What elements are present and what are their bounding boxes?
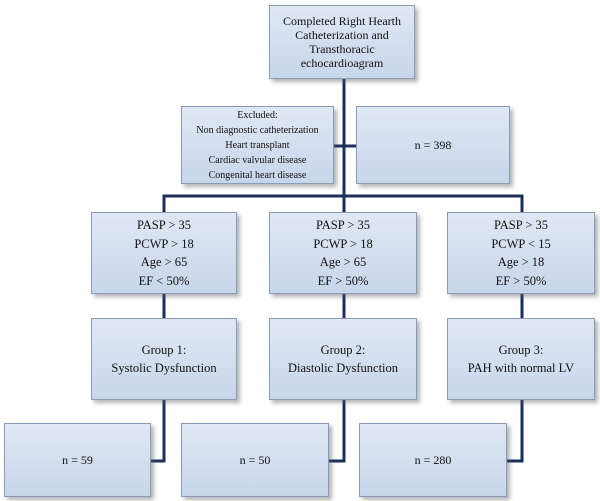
group-box-3: Group 3: PAH with normal LV (447, 318, 595, 400)
group-label: PAH with normal LV (467, 361, 575, 375)
excluded-title: Excluded: (237, 109, 278, 121)
criteria-line: PASP > 35 (315, 218, 371, 232)
criteria-line: EF > 50% (495, 273, 547, 288)
count-label: n = 280 (414, 453, 452, 467)
criteria-line: PASP > 35 (493, 218, 549, 232)
criteria-line: EF > 50% (317, 273, 369, 288)
excluded-box: Excluded: Non diagnostic catheterization… (181, 106, 334, 184)
excluded-item: Heart transplant (225, 139, 290, 151)
group-box-2: Group 2: Diastolic Dysfunction (269, 318, 417, 400)
criteria-box-2: PASP > 35 PCWP > 18 Age > 65 EF > 50% (269, 212, 417, 294)
group-label: Diastolic Dysfunction (287, 361, 399, 375)
group-title: Group 2: (320, 342, 366, 357)
excluded-item: Non diagnostic catheterization (196, 124, 319, 136)
criteria-line: PCWP > 18 (134, 236, 194, 251)
criteria-line: Age > 65 (319, 255, 367, 269)
remaining-count-label: n = 398 (414, 138, 452, 152)
criteria-line: PASP > 35 (136, 218, 192, 232)
start-box: Completed Right Hearth Catheterization a… (269, 5, 415, 79)
count-box-2: n = 50 (181, 423, 329, 497)
excluded-item: Cardiac valvular disease (208, 154, 307, 166)
criteria-box-3: PASP > 35 PCWP < 15 Age > 18 EF > 50% (447, 212, 595, 294)
remaining-count-box: n = 398 (356, 106, 510, 184)
count-box-3: n = 280 (359, 423, 507, 497)
criteria-line: Age > 18 (497, 255, 545, 269)
criteria-line: PCWP < 15 (491, 236, 551, 251)
count-label: n = 50 (239, 453, 271, 467)
group-title: Group 3: (498, 342, 544, 357)
excluded-item: Congenital heart disease (208, 169, 307, 181)
criteria-box-1: PASP > 35 PCWP > 18 Age > 65 EF < 50% (91, 212, 237, 294)
start-line: echocardioagram (300, 56, 384, 70)
criteria-line: Age > 65 (140, 255, 188, 269)
start-line: Transthoracic (309, 42, 375, 56)
group-title: Group 1: (141, 342, 187, 357)
group-label: Systolic Dysfunction (111, 361, 217, 375)
start-line: Catheterization and (295, 28, 389, 42)
group-box-1: Group 1: Systolic Dysfunction (91, 318, 237, 400)
criteria-line: EF < 50% (138, 273, 190, 288)
start-line: Completed Right Hearth (283, 14, 401, 28)
count-label: n = 59 (62, 453, 93, 467)
criteria-line: PCWP > 18 (313, 236, 373, 251)
count-box-1: n = 59 (4, 423, 151, 497)
